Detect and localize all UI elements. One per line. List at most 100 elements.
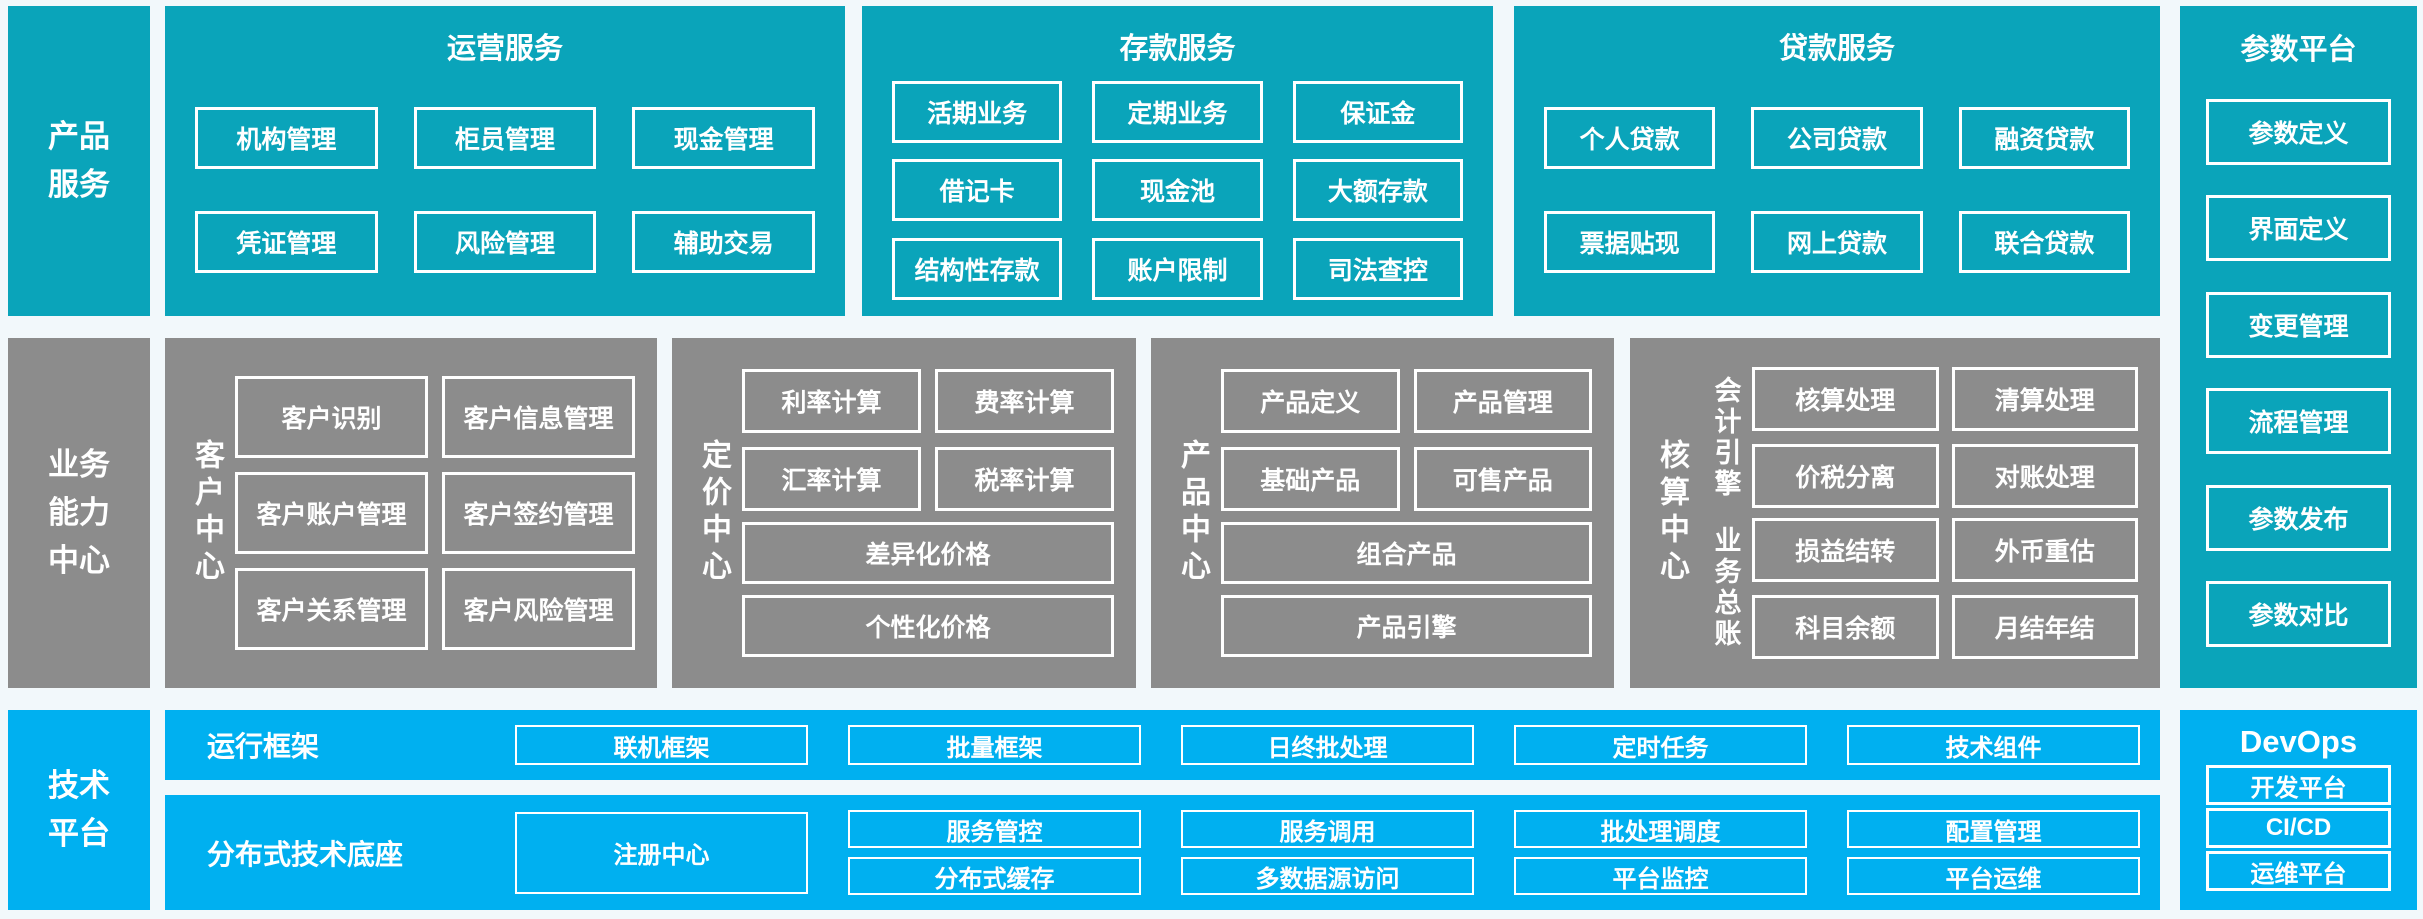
diagram-box: 平台运维	[1846, 857, 2141, 895]
band-distributed-base: 分布式技术底座 注册中心 服务管控分布式缓存服务调用多数据源访问批处理调度平台监…	[165, 795, 2160, 910]
box-stack: 服务调用多数据源访问	[1180, 810, 1475, 895]
diagram-box-label: 服务调用	[1279, 818, 1376, 846]
diagram-box-label: 结构性存款	[914, 256, 1040, 285]
diagram-box: 客户信息管理	[442, 376, 635, 458]
product-grid: 产品定义产品管理基础产品可售产品	[1221, 369, 1592, 511]
diagram-box: 注册中心	[514, 811, 809, 894]
diagram-box-label: 现金管理	[673, 125, 774, 154]
diagram-box: 定时任务	[1513, 725, 1808, 765]
diagram-box-label: 注册中心	[613, 842, 710, 869]
diagram-box-label: 利率计算	[781, 389, 882, 417]
band-slot: 定时任务	[1494, 725, 1827, 765]
diagram-box-label: 产品管理	[1452, 389, 1553, 417]
diagram-box: 平台监控	[1513, 857, 1808, 895]
diagram-box: 界面定义	[2206, 195, 2391, 262]
diagram-box: 产品引擎	[1221, 595, 1592, 657]
diagram-box: 凭证管理	[195, 211, 378, 274]
side-label-capability-center: 业务 能力 中心	[8, 338, 150, 688]
diagram-box: 批量框架	[847, 725, 1142, 765]
diagram-box: 服务调用	[1180, 810, 1475, 848]
diagram-box-label: 司法查控	[1327, 256, 1428, 285]
diagram-box-label: 组合产品	[1356, 541, 1457, 569]
side-label-technology-platform: 技术 平台	[8, 710, 150, 910]
diagram-box: 价税分离	[1752, 444, 1939, 509]
diagram-box-label: 界面定义	[2248, 216, 2349, 245]
box-stack: 配置管理平台运维	[1846, 810, 2141, 895]
diagram-box: 产品定义	[1221, 369, 1400, 433]
product-content: 产品定义产品管理基础产品可售产品 组合产品产品引擎	[1221, 358, 1592, 668]
diagram-box-label: 融资贷款	[1994, 125, 2095, 154]
diagram-box: 对账处理	[1951, 444, 2138, 509]
diagram-box: 辅助交易	[632, 211, 815, 274]
diagram-box-label: 核算处理	[1795, 387, 1896, 416]
panel-vertical-title: 定价中心	[697, 439, 730, 587]
diagram-box-label: 凭证管理	[236, 230, 337, 259]
diagram-box: 利率计算	[742, 369, 921, 433]
diagram-box-label: 批量框架	[946, 734, 1043, 762]
diagram-box: 可售产品	[1413, 447, 1592, 511]
band-slot: 联机框架	[495, 725, 828, 765]
panel-title: DevOps	[2239, 724, 2358, 759]
diagram-box: 日终批处理	[1180, 725, 1475, 765]
diagram-box: 票据贴现	[1544, 211, 1716, 274]
diagram-box: 开发平台	[2206, 765, 2391, 805]
group-vertical-title: 会计引擎	[1710, 375, 1741, 500]
diagram-box: 联机框架	[514, 725, 809, 765]
diagram-box-label: 网上贷款	[1786, 230, 1887, 259]
panel-customer-center: 客户中心 客户识别客户信息管理客户账户管理客户签约管理客户关系管理客户风险管理	[165, 338, 657, 688]
diagram-box-label: 可售产品	[1452, 467, 1553, 495]
diagram-box-label: 开发平台	[2250, 774, 2347, 802]
diagram-box-label: 损益结转	[1795, 537, 1896, 566]
diagram-box-label: 分布式缓存	[934, 865, 1055, 893]
diagram-box-label: 日终批处理	[1267, 734, 1388, 762]
band-slot: 批量框架	[828, 725, 1161, 765]
diagram-box-label: 差异化价格	[865, 541, 991, 569]
diagram-box-label: 票据贴现	[1579, 230, 1680, 259]
diagram-box: 活期业务	[892, 80, 1063, 143]
diagram-box-label: 参数对比	[2248, 602, 2349, 631]
diagram-box: 客户签约管理	[442, 472, 635, 554]
diagram-box-label: 活期业务	[927, 99, 1028, 128]
diagram-box-label: 对账处理	[1994, 464, 2095, 493]
diagram-box: 现金管理	[632, 106, 815, 169]
diagram-box-label: 客户关系管理	[256, 597, 407, 625]
diagram-box-label: 客户识别	[281, 405, 382, 433]
diagram-box-label: 产品引擎	[1356, 614, 1457, 642]
panel-vertical-title: 产品中心	[1176, 439, 1209, 587]
diagram-box: 汇率计算	[742, 447, 921, 511]
diagram-box: 服务管控	[847, 810, 1142, 848]
diagram-box: 损益结转	[1752, 517, 1939, 582]
diagram-box-label: 批处理调度	[1600, 818, 1721, 846]
customer-grid: 客户识别客户信息管理客户账户管理客户签约管理客户关系管理客户风险管理	[235, 376, 635, 650]
diagram-box: 定期业务	[1092, 80, 1263, 143]
accounting-content: 会计引擎 核算处理清算处理价税分离对账处理 业务总账 损益结转外币重估科目余额月…	[1700, 358, 2138, 668]
diagram-box-label: 服务管控	[946, 818, 1043, 846]
diagram-box: 参数发布	[2206, 484, 2391, 551]
diagram-box: 融资贷款	[1958, 106, 2130, 169]
panel-accounting-center: 核算中心 会计引擎 核算处理清算处理价税分离对账处理 业务总账 损益结转外币重估…	[1630, 338, 2160, 688]
diagram-box-label: 公司贷款	[1786, 125, 1887, 154]
diagram-box-label: 定时任务	[1612, 734, 1709, 762]
band-slot: 日终批处理	[1161, 725, 1494, 765]
business-ledger-grid: 损益结转 外币重估科目余额 月结年结	[1752, 517, 2138, 659]
diagram-box-label: 科目余额	[1795, 614, 1896, 643]
diagram-box-label: 大额存款	[1327, 178, 1428, 206]
band-slot: 服务调用多数据源访问	[1161, 810, 1494, 895]
band-slot: 技术组件	[1827, 725, 2160, 765]
diagram-box: 现金池	[1092, 159, 1263, 221]
diagram-box: 外币重估	[1951, 517, 2138, 582]
diagram-box: 税率计算	[935, 447, 1114, 511]
diagram-box-label: 费率计算	[974, 389, 1075, 417]
diagram-box: 联合贷款	[1958, 211, 2130, 274]
band-title: 运行框架	[207, 731, 320, 762]
diagram-box-label: 客户账户管理	[256, 501, 407, 529]
diagram-box-label: 变更管理	[2248, 312, 2349, 341]
box-stack: 服务管控分布式缓存	[847, 810, 1142, 895]
pricing-content: 利率计算 费率计算汇率计算税率计算 差异化价格个性化价格	[742, 358, 1114, 668]
diagram-box-label: 外币重估	[1994, 537, 2095, 566]
diagram-box-label: 借记卡	[939, 178, 1015, 206]
customer-content: 客户识别客户信息管理客户账户管理客户签约管理客户关系管理客户风险管理	[235, 358, 635, 668]
diagram-box: 个性化价格	[742, 595, 1114, 657]
diagram-box: 月结年结	[1951, 594, 2138, 659]
